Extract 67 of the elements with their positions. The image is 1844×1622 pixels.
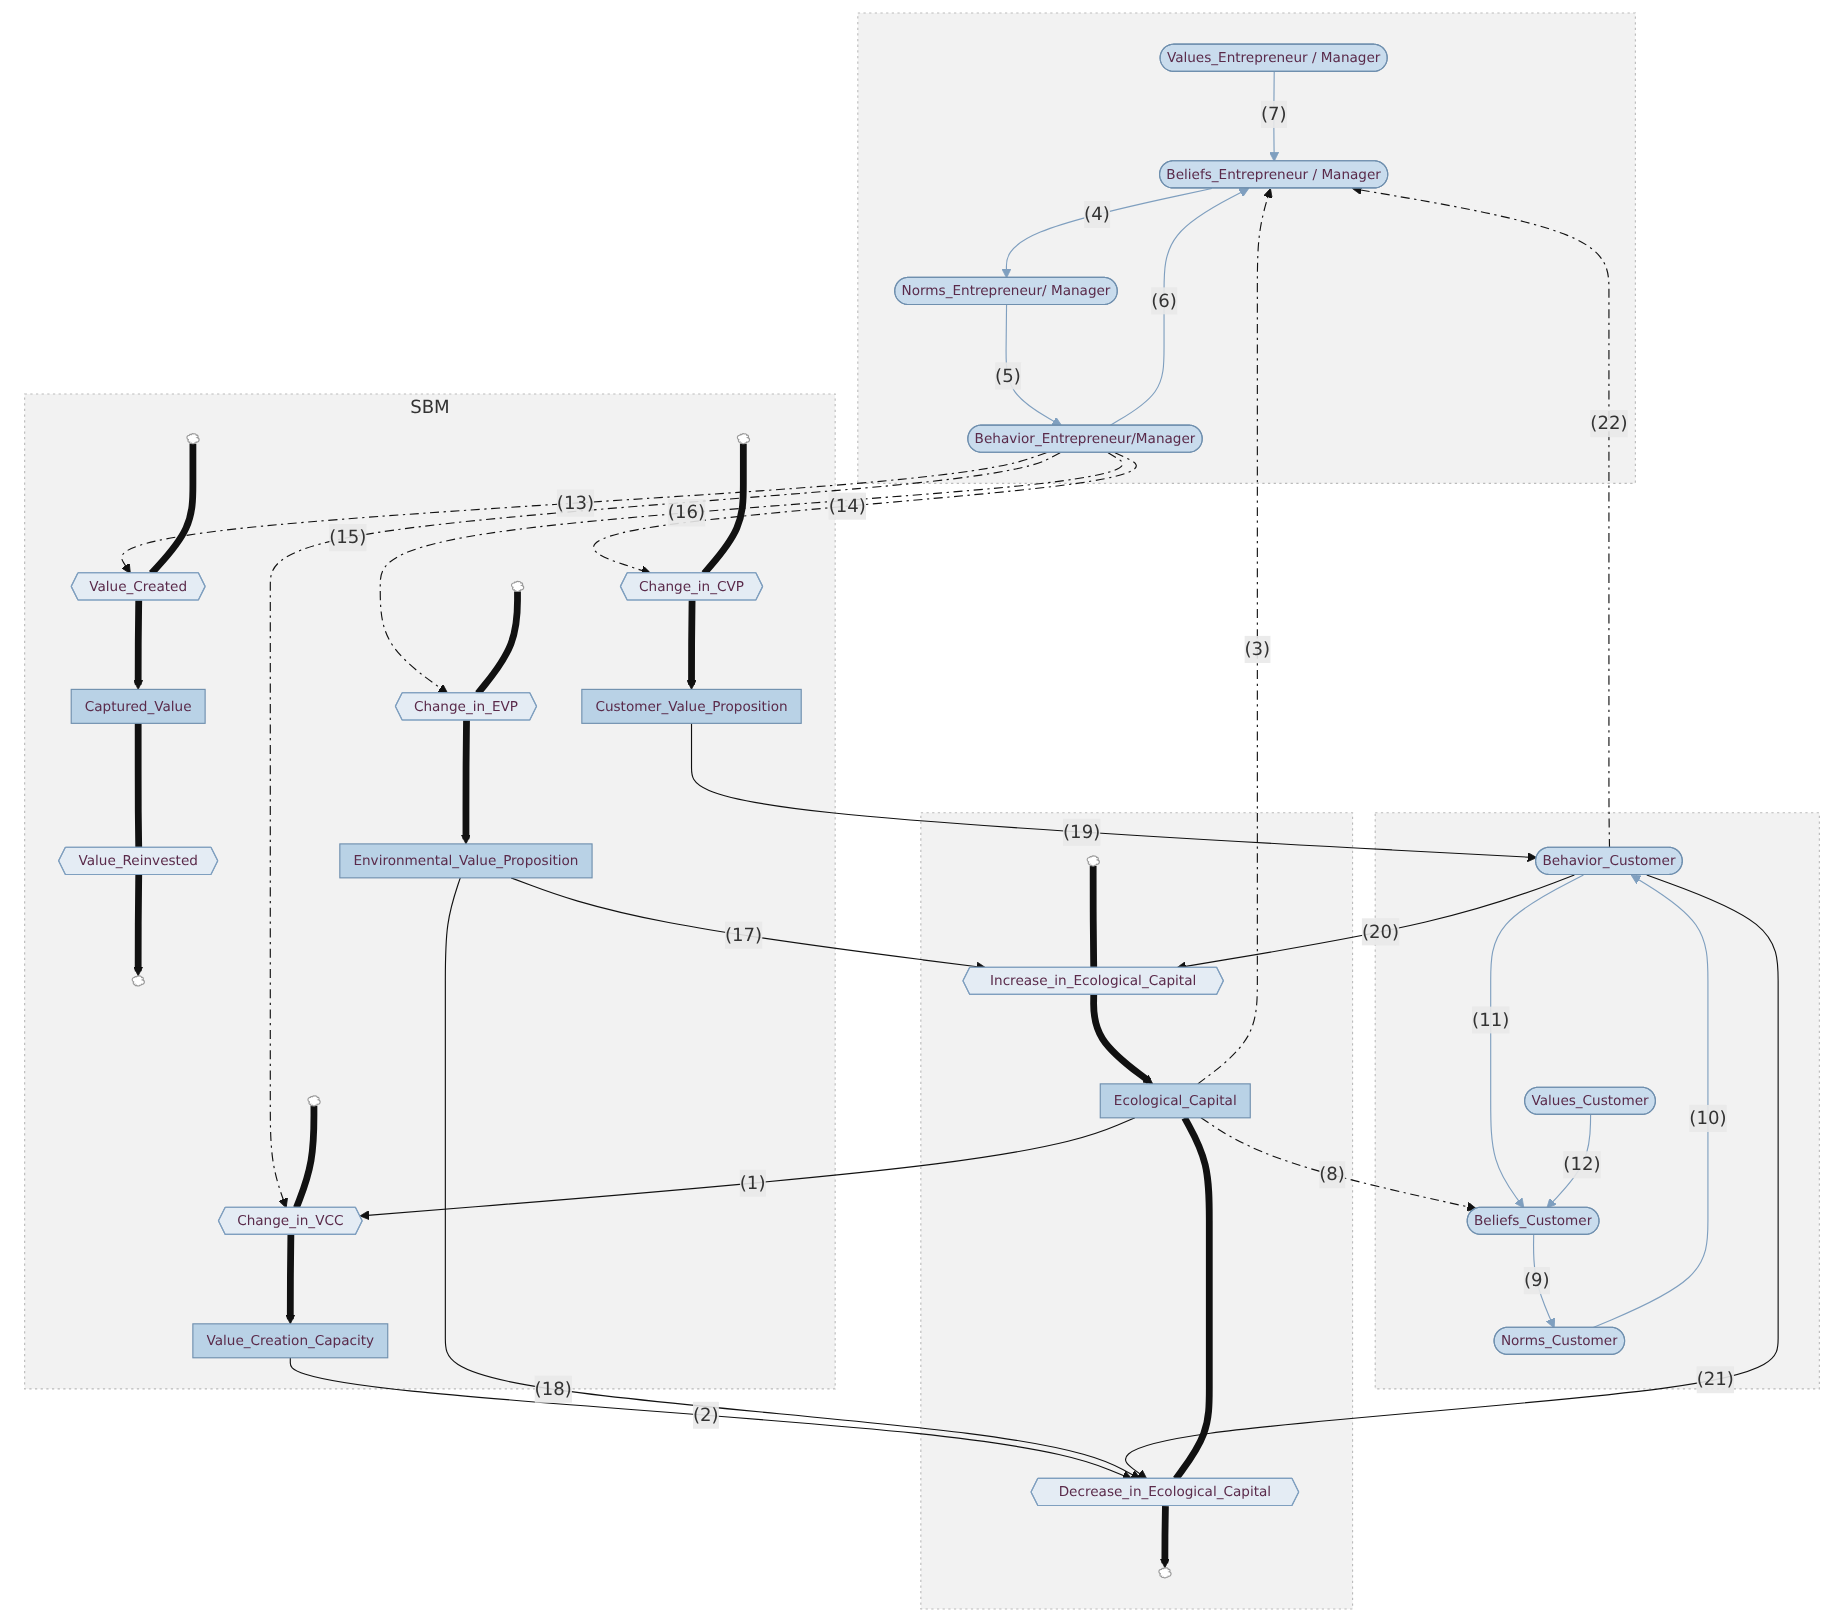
node-cloud [131,975,145,987]
node-cloud [1158,1567,1172,1579]
arrow [510,877,987,972]
edge-label: (15) [329,526,367,548]
node-cloud [1086,855,1100,867]
arrow [1109,188,1250,427]
arrow [1125,874,1779,1480]
arrow [1269,71,1280,162]
edge-label: (7) [1261,103,1287,125]
edge-label: (3) [1244,638,1271,660]
arrow [1176,874,1575,972]
edge-label: (6) [1151,289,1177,312]
arrow [1001,187,1213,279]
arrow [1532,1234,1556,1329]
arrow [289,1357,1133,1481]
connector [1089,865,1098,968]
arrow [285,1234,296,1325]
cluster [857,12,1636,484]
arrow [1090,994,1154,1085]
connector [1173,1116,1213,1481]
node-cloud [186,433,200,445]
arrow [460,720,471,845]
arrow [1490,874,1585,1209]
edge-label: (20) [1361,920,1400,943]
arrow [133,600,144,690]
node-cloud [510,580,525,593]
edge-label: (9) [1523,1269,1550,1291]
arrow [1197,188,1273,1085]
edge-label: (8) [1319,1163,1345,1185]
edge-label: (1) [739,1171,766,1194]
arrow [690,722,1538,863]
arrow [1200,1117,1477,1212]
edge-label: (2) [692,1403,719,1426]
connector [134,723,143,848]
arrow [686,600,697,690]
arrow [593,452,1137,576]
arrow [444,877,1141,1480]
edge-label: (19) [1063,820,1101,843]
arrow [121,452,1047,574]
edge-label: (12) [1563,1153,1601,1175]
edge-label: (21) [1696,1368,1734,1390]
arrow [269,452,1061,1209]
edge-label: (22) [1590,412,1628,434]
arrow [1592,874,1709,1329]
connector [475,591,521,696]
node-cloud [307,1095,321,1107]
connector [701,443,747,576]
edge-label: (18) [534,1377,572,1400]
edge-label: (14) [828,494,866,517]
edge-label: (10) [1689,1107,1727,1129]
connector [293,1105,318,1210]
edge-label: (13) [556,491,595,514]
edge-label: (11) [1472,1008,1510,1031]
edge-label: (17) [724,923,763,946]
arrow [1351,185,1611,849]
cluster [920,812,1354,1610]
arrow [1159,1506,1170,1569]
node-cloud [736,433,751,445]
arrow [1005,304,1063,427]
arrow [1546,1114,1592,1209]
edge-label: (16) [667,501,706,524]
edge-label: (4) [1084,203,1110,225]
arrow [359,1117,1136,1221]
arrow [379,452,1124,694]
arrow [133,874,144,977]
edge-label: (5) [995,364,1021,387]
connector [149,443,197,576]
